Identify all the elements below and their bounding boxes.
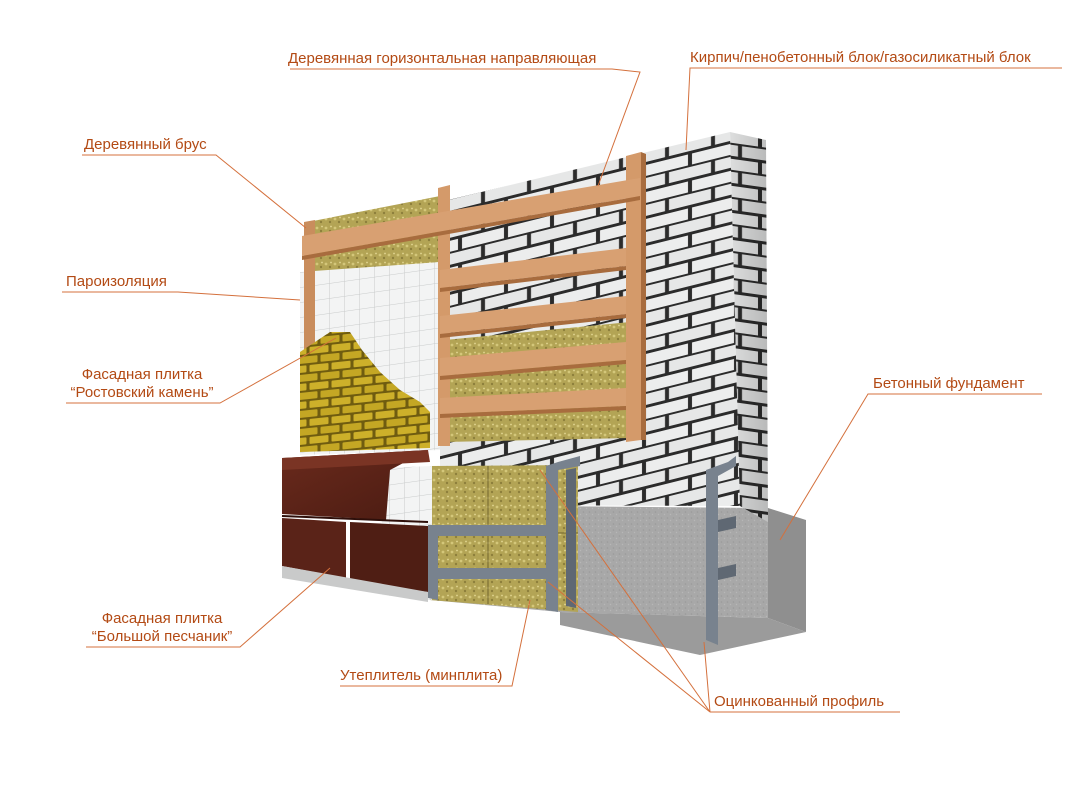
leader-lines	[62, 67, 1062, 713]
wall-bottom-strip	[282, 566, 428, 602]
label-sandstone-tile: Фасадная плитка “Большой песчаник”	[86, 610, 238, 646]
sandstone-top-edge	[282, 450, 430, 470]
label-vapor-barrier: Пароизоляция	[66, 273, 167, 290]
insulation-middle	[445, 322, 630, 442]
label-rostov-tile-line1: Фасадная плитка	[81, 366, 203, 383]
label-insulation: Утеплитель (минплита)	[340, 667, 503, 684]
label-sandstone-tile-line1: Фасадная плитка	[101, 610, 223, 627]
rostov-stone-tiles	[300, 332, 430, 452]
wooden-beam-mid	[438, 185, 450, 446]
horizontal-rails	[302, 178, 640, 418]
wooden-beam-right	[626, 152, 641, 442]
label-sandstone-tile-line2: “Большой песчаник”	[91, 628, 233, 645]
label-brick-block: Кирпич/пенобетонный блок/газосиликатный …	[690, 49, 1031, 66]
label-concrete-foundation: Бетонный фундамент	[873, 375, 1025, 392]
label-galvanized-profile: Оцинкованный профиль	[714, 693, 885, 710]
label-rostov-tile: Фасадная плитка “Ростовский камень”	[66, 366, 218, 402]
concrete-foundation-bottom	[560, 612, 806, 655]
wooden-beam-right-side	[641, 152, 646, 440]
label-horizontal-rail: Деревянная горизонтальная направляющая	[288, 50, 597, 67]
sandstone-tiles-lower	[282, 518, 346, 578]
sandstone-tiles-lower-2	[350, 522, 428, 592]
label-wooden-beam: Деревянный брус	[84, 136, 207, 153]
galvanized-profiles	[428, 456, 736, 645]
concrete-foundation-side	[768, 508, 806, 632]
label-rostov-tile-line2: “Ростовский камень”	[70, 384, 214, 401]
brick-side-shade	[730, 132, 768, 522]
